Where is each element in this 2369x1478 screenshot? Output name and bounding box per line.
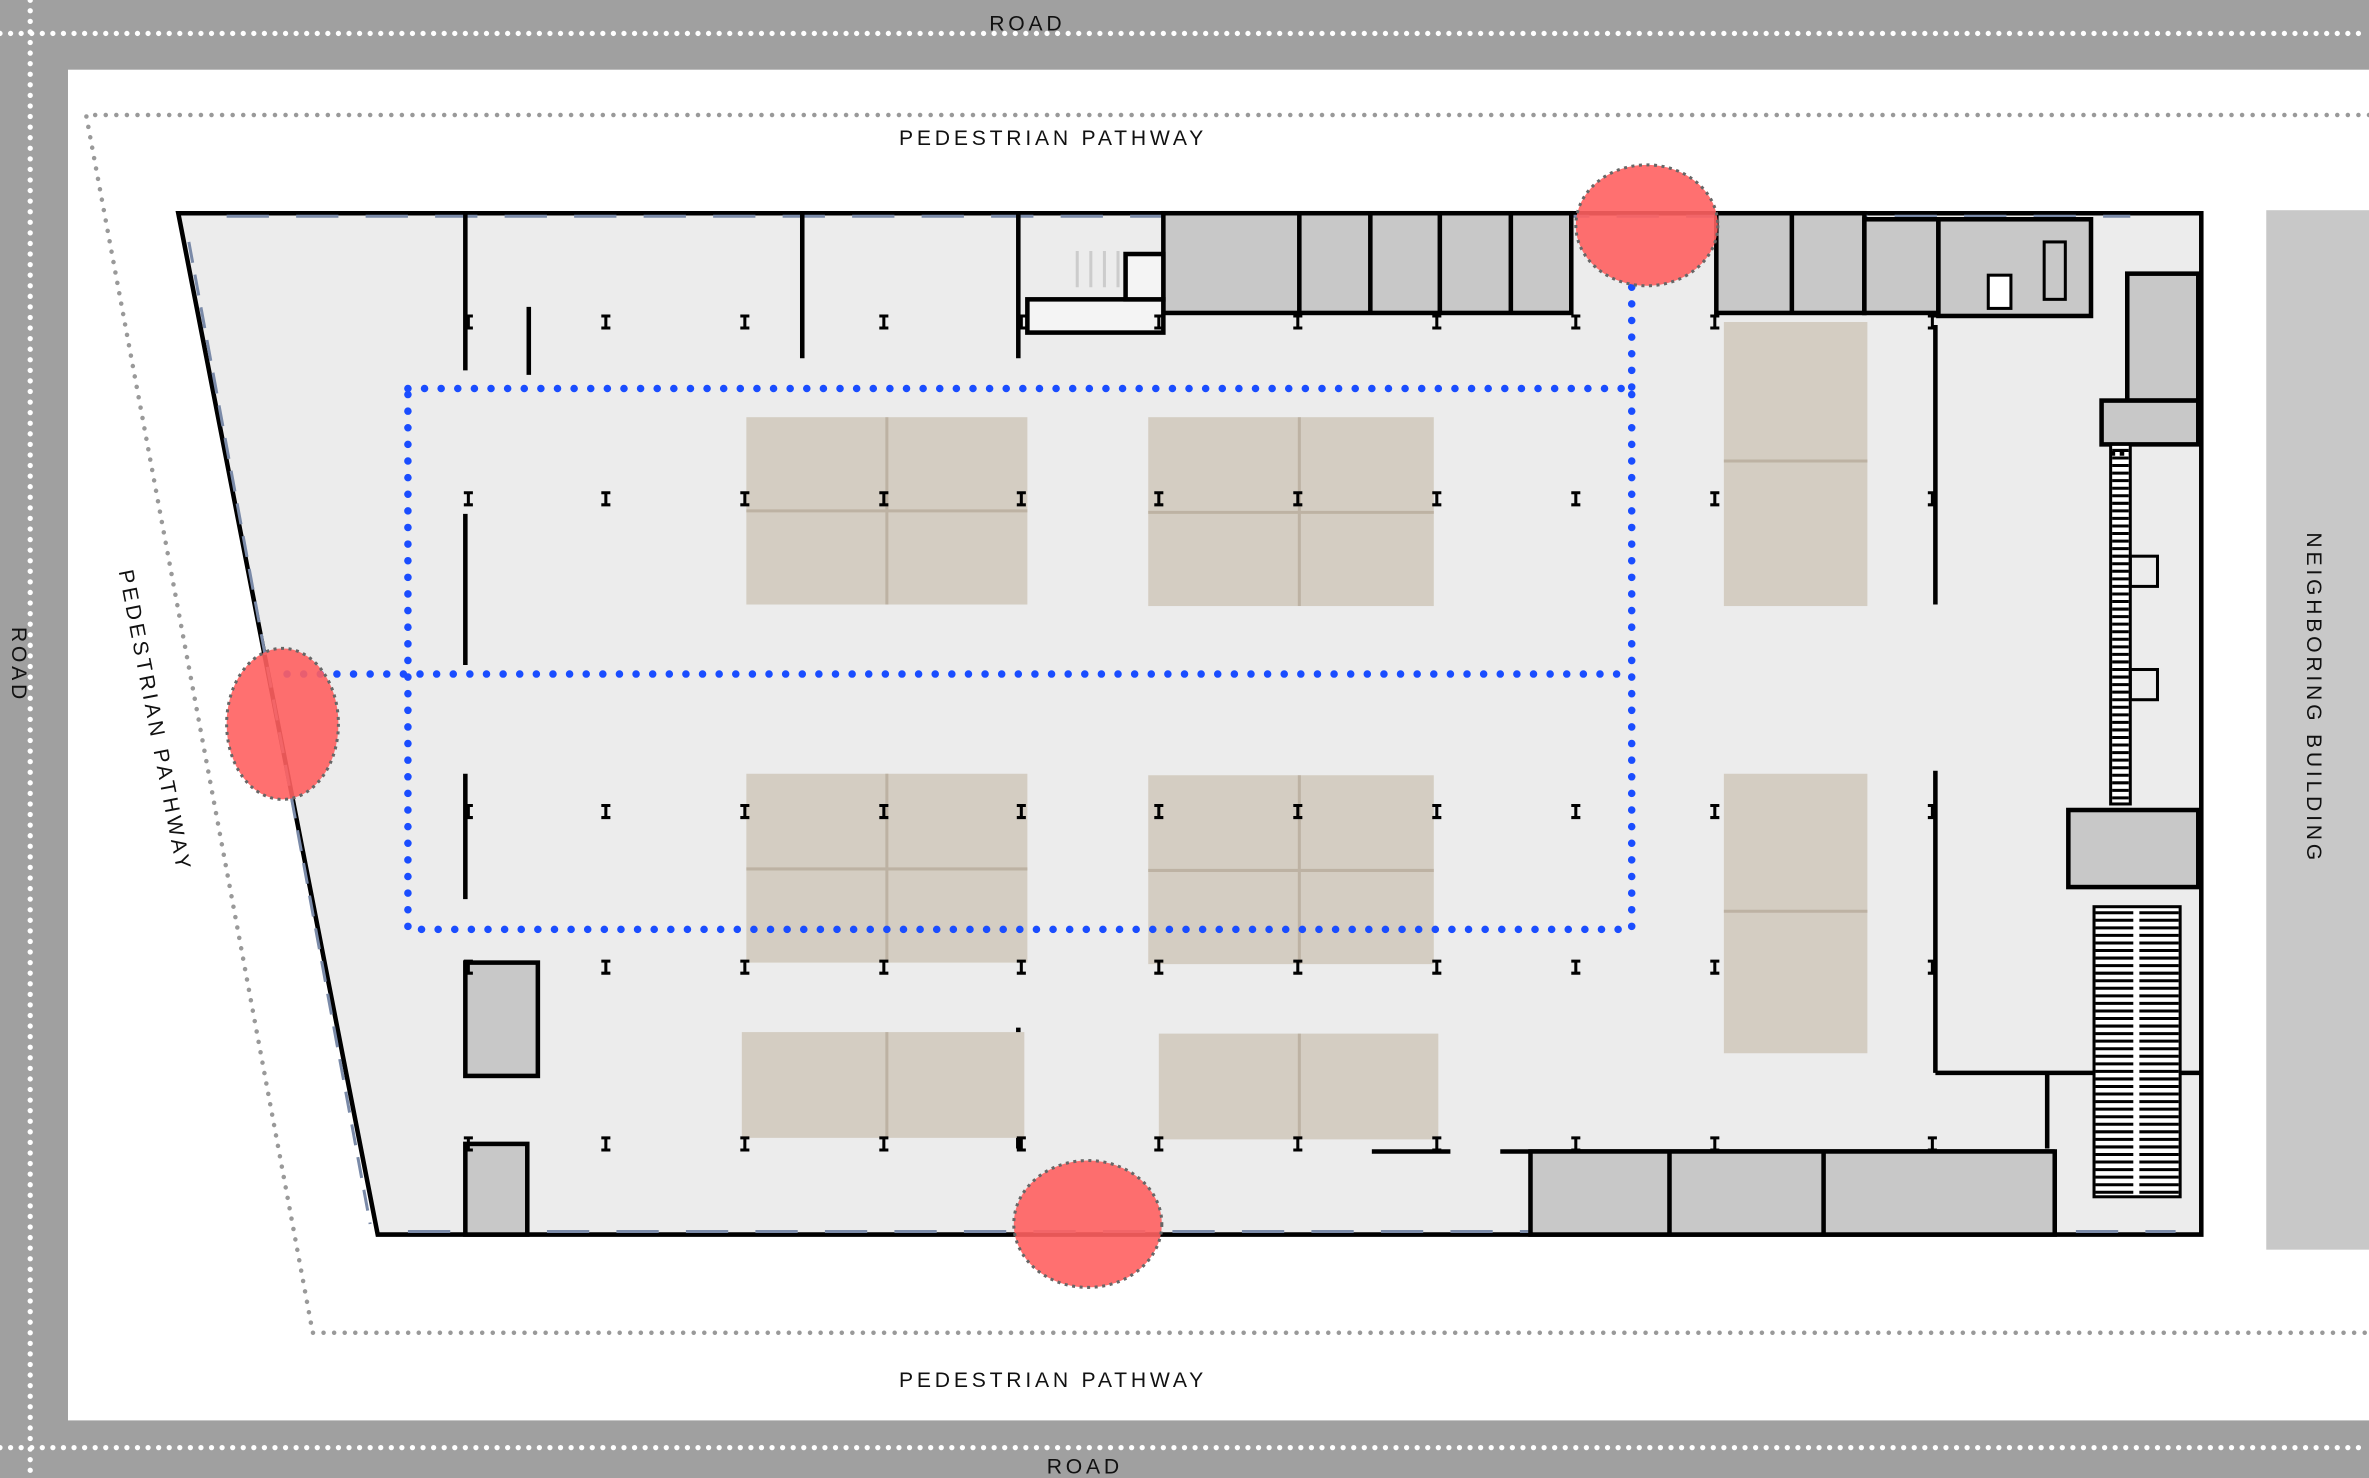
west-entrance-highlight <box>225 646 340 801</box>
column-marker <box>1571 803 1581 820</box>
column-marker <box>1432 491 1442 507</box>
road-label-bottom: ROAD <box>1047 1455 1123 1478</box>
column-marker <box>1016 959 1026 975</box>
column-marker <box>1710 1136 1720 1152</box>
road-label-top: ROAD <box>989 12 1065 35</box>
neighboring-building-label: NEIGHBORING BUILDING <box>2302 532 2325 864</box>
column-marker <box>463 1136 473 1152</box>
column-marker <box>1571 959 1581 975</box>
neighboring-building <box>2266 210 2369 1250</box>
column-marker <box>1154 1136 1164 1152</box>
column-marker <box>1432 1136 1442 1152</box>
column-marker <box>879 959 889 975</box>
column-marker <box>1154 314 1164 330</box>
column-marker <box>879 491 889 507</box>
column-marker <box>1293 803 1303 820</box>
column-marker <box>1293 1136 1303 1152</box>
column-marker <box>601 959 611 975</box>
south-entrance-highlight <box>1012 1159 1164 1289</box>
column-marker <box>463 491 473 507</box>
column-marker <box>463 803 473 820</box>
north-rooms <box>1025 210 2094 335</box>
column-marker <box>463 314 473 330</box>
column-marker <box>601 803 611 820</box>
pathway-label-bottom: PEDESTRIAN PATHWAY <box>899 1369 1207 1392</box>
column-marker <box>879 1136 889 1152</box>
column-marker <box>1154 959 1164 975</box>
display-area <box>1723 773 1868 1054</box>
column-marker <box>879 803 889 820</box>
column-marker <box>601 491 611 507</box>
display-area <box>741 1032 1025 1138</box>
column-marker <box>1154 491 1164 507</box>
column-marker <box>1016 1136 1026 1152</box>
column-marker <box>740 1136 750 1152</box>
column-marker <box>1016 491 1026 507</box>
column-marker <box>601 1136 611 1152</box>
column-marker <box>463 959 473 975</box>
column-marker <box>1432 803 1442 820</box>
column-marker <box>1293 959 1303 975</box>
south-rooms <box>463 960 2058 1237</box>
north-entrance-highlight <box>1574 163 1720 288</box>
column-marker <box>1710 803 1720 820</box>
column-marker <box>1927 959 1937 975</box>
column-marker <box>740 959 750 975</box>
column-marker <box>1016 803 1026 820</box>
column-marker <box>1710 314 1720 330</box>
column-marker <box>1571 1136 1581 1152</box>
column-marker <box>1293 314 1303 330</box>
circulation-route <box>283 283 1636 934</box>
road-label-left: ROAD <box>7 627 30 703</box>
column-marker <box>740 491 750 507</box>
column-marker <box>1710 491 1720 507</box>
pathway-label-top: PEDESTRIAN PATHWAY <box>899 127 1207 150</box>
column-marker <box>1571 491 1581 507</box>
column-marker <box>740 314 750 330</box>
structural-columns <box>463 314 1937 1152</box>
column-marker <box>1432 314 1442 330</box>
column-marker <box>1571 314 1581 330</box>
column-marker <box>1710 959 1720 975</box>
column-marker <box>1927 491 1937 507</box>
column-marker <box>1927 314 1937 330</box>
column-marker <box>1154 803 1164 820</box>
column-marker <box>1016 314 1026 330</box>
east-core <box>2066 271 2201 1199</box>
column-marker <box>1293 491 1303 507</box>
column-marker <box>1927 1136 1937 1152</box>
column-marker <box>740 803 750 820</box>
display-areas <box>741 322 1868 1140</box>
column-marker <box>879 314 889 330</box>
column-marker <box>601 314 611 330</box>
display-area <box>1723 322 1868 607</box>
column-marker <box>1927 803 1937 820</box>
pedestrian-pathway-outline <box>83 112 2369 1336</box>
column-marker <box>1432 959 1442 975</box>
